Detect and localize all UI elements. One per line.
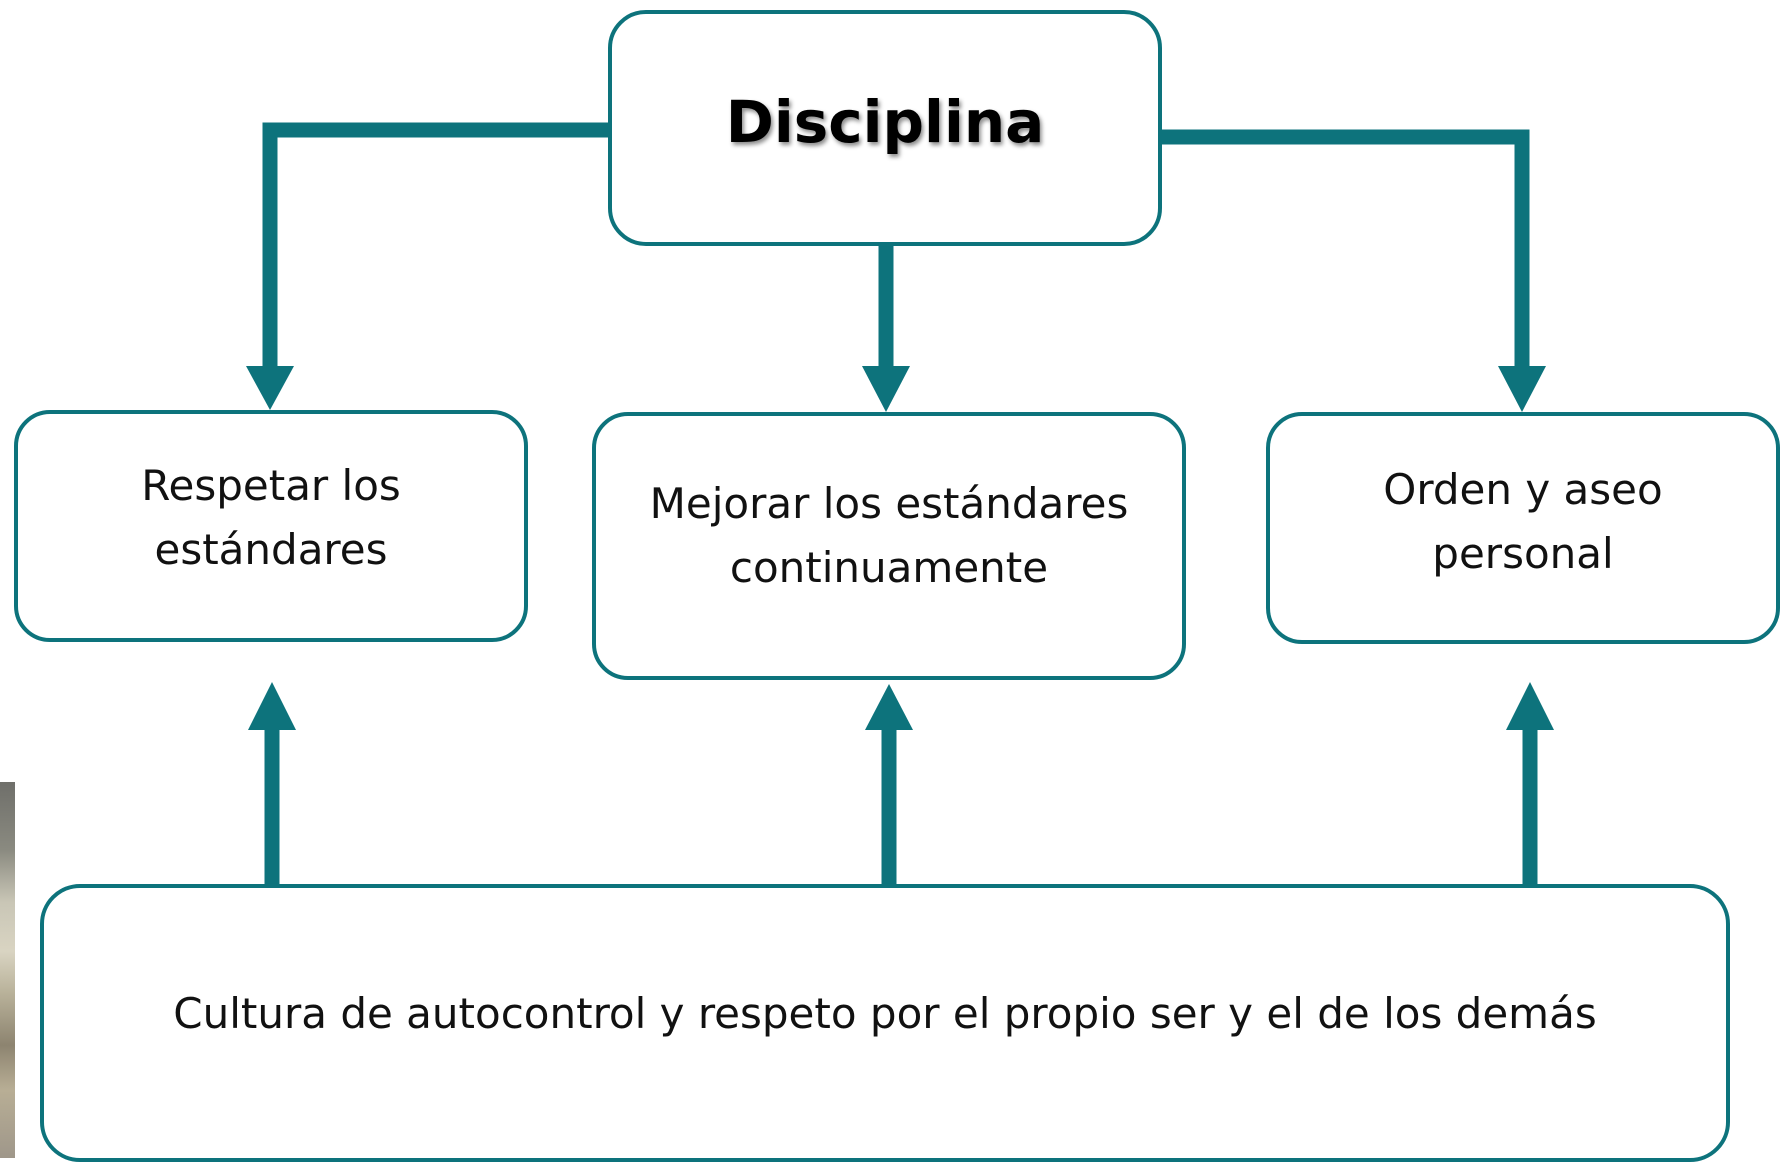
branch-node-orden: Orden y aseo personal: [1266, 412, 1780, 644]
arrowhead-left: [246, 366, 294, 410]
branch-node-label: Orden y aseo personal: [1383, 465, 1663, 578]
base-node-label: Cultura de autocontrol y respeto por el …: [173, 989, 1597, 1038]
up-arrowhead-right: [1506, 682, 1554, 730]
up-arrowhead-left: [248, 682, 296, 730]
connector-left: [262, 122, 608, 375]
branch-node-respetar: Respetar los estándares: [14, 410, 528, 642]
connector-right: [1162, 129, 1530, 375]
arrowhead-middle: [862, 366, 910, 412]
branch-node-mejorar: Mejorar los estándares continuamente: [592, 412, 1186, 680]
arrowhead-right: [1498, 366, 1546, 412]
cropped-photo-edge: [0, 782, 15, 1158]
branch-node-label: Respetar los estándares: [141, 461, 401, 574]
root-node-label: Disciplina: [725, 88, 1045, 156]
branch-node-label: Mejorar los estándares continuamente: [649, 479, 1129, 592]
base-node-cultura: Cultura de autocontrol y respeto por el …: [40, 884, 1730, 1162]
root-node-disciplina: Disciplina: [608, 10, 1162, 246]
up-arrowhead-middle: [865, 684, 913, 730]
